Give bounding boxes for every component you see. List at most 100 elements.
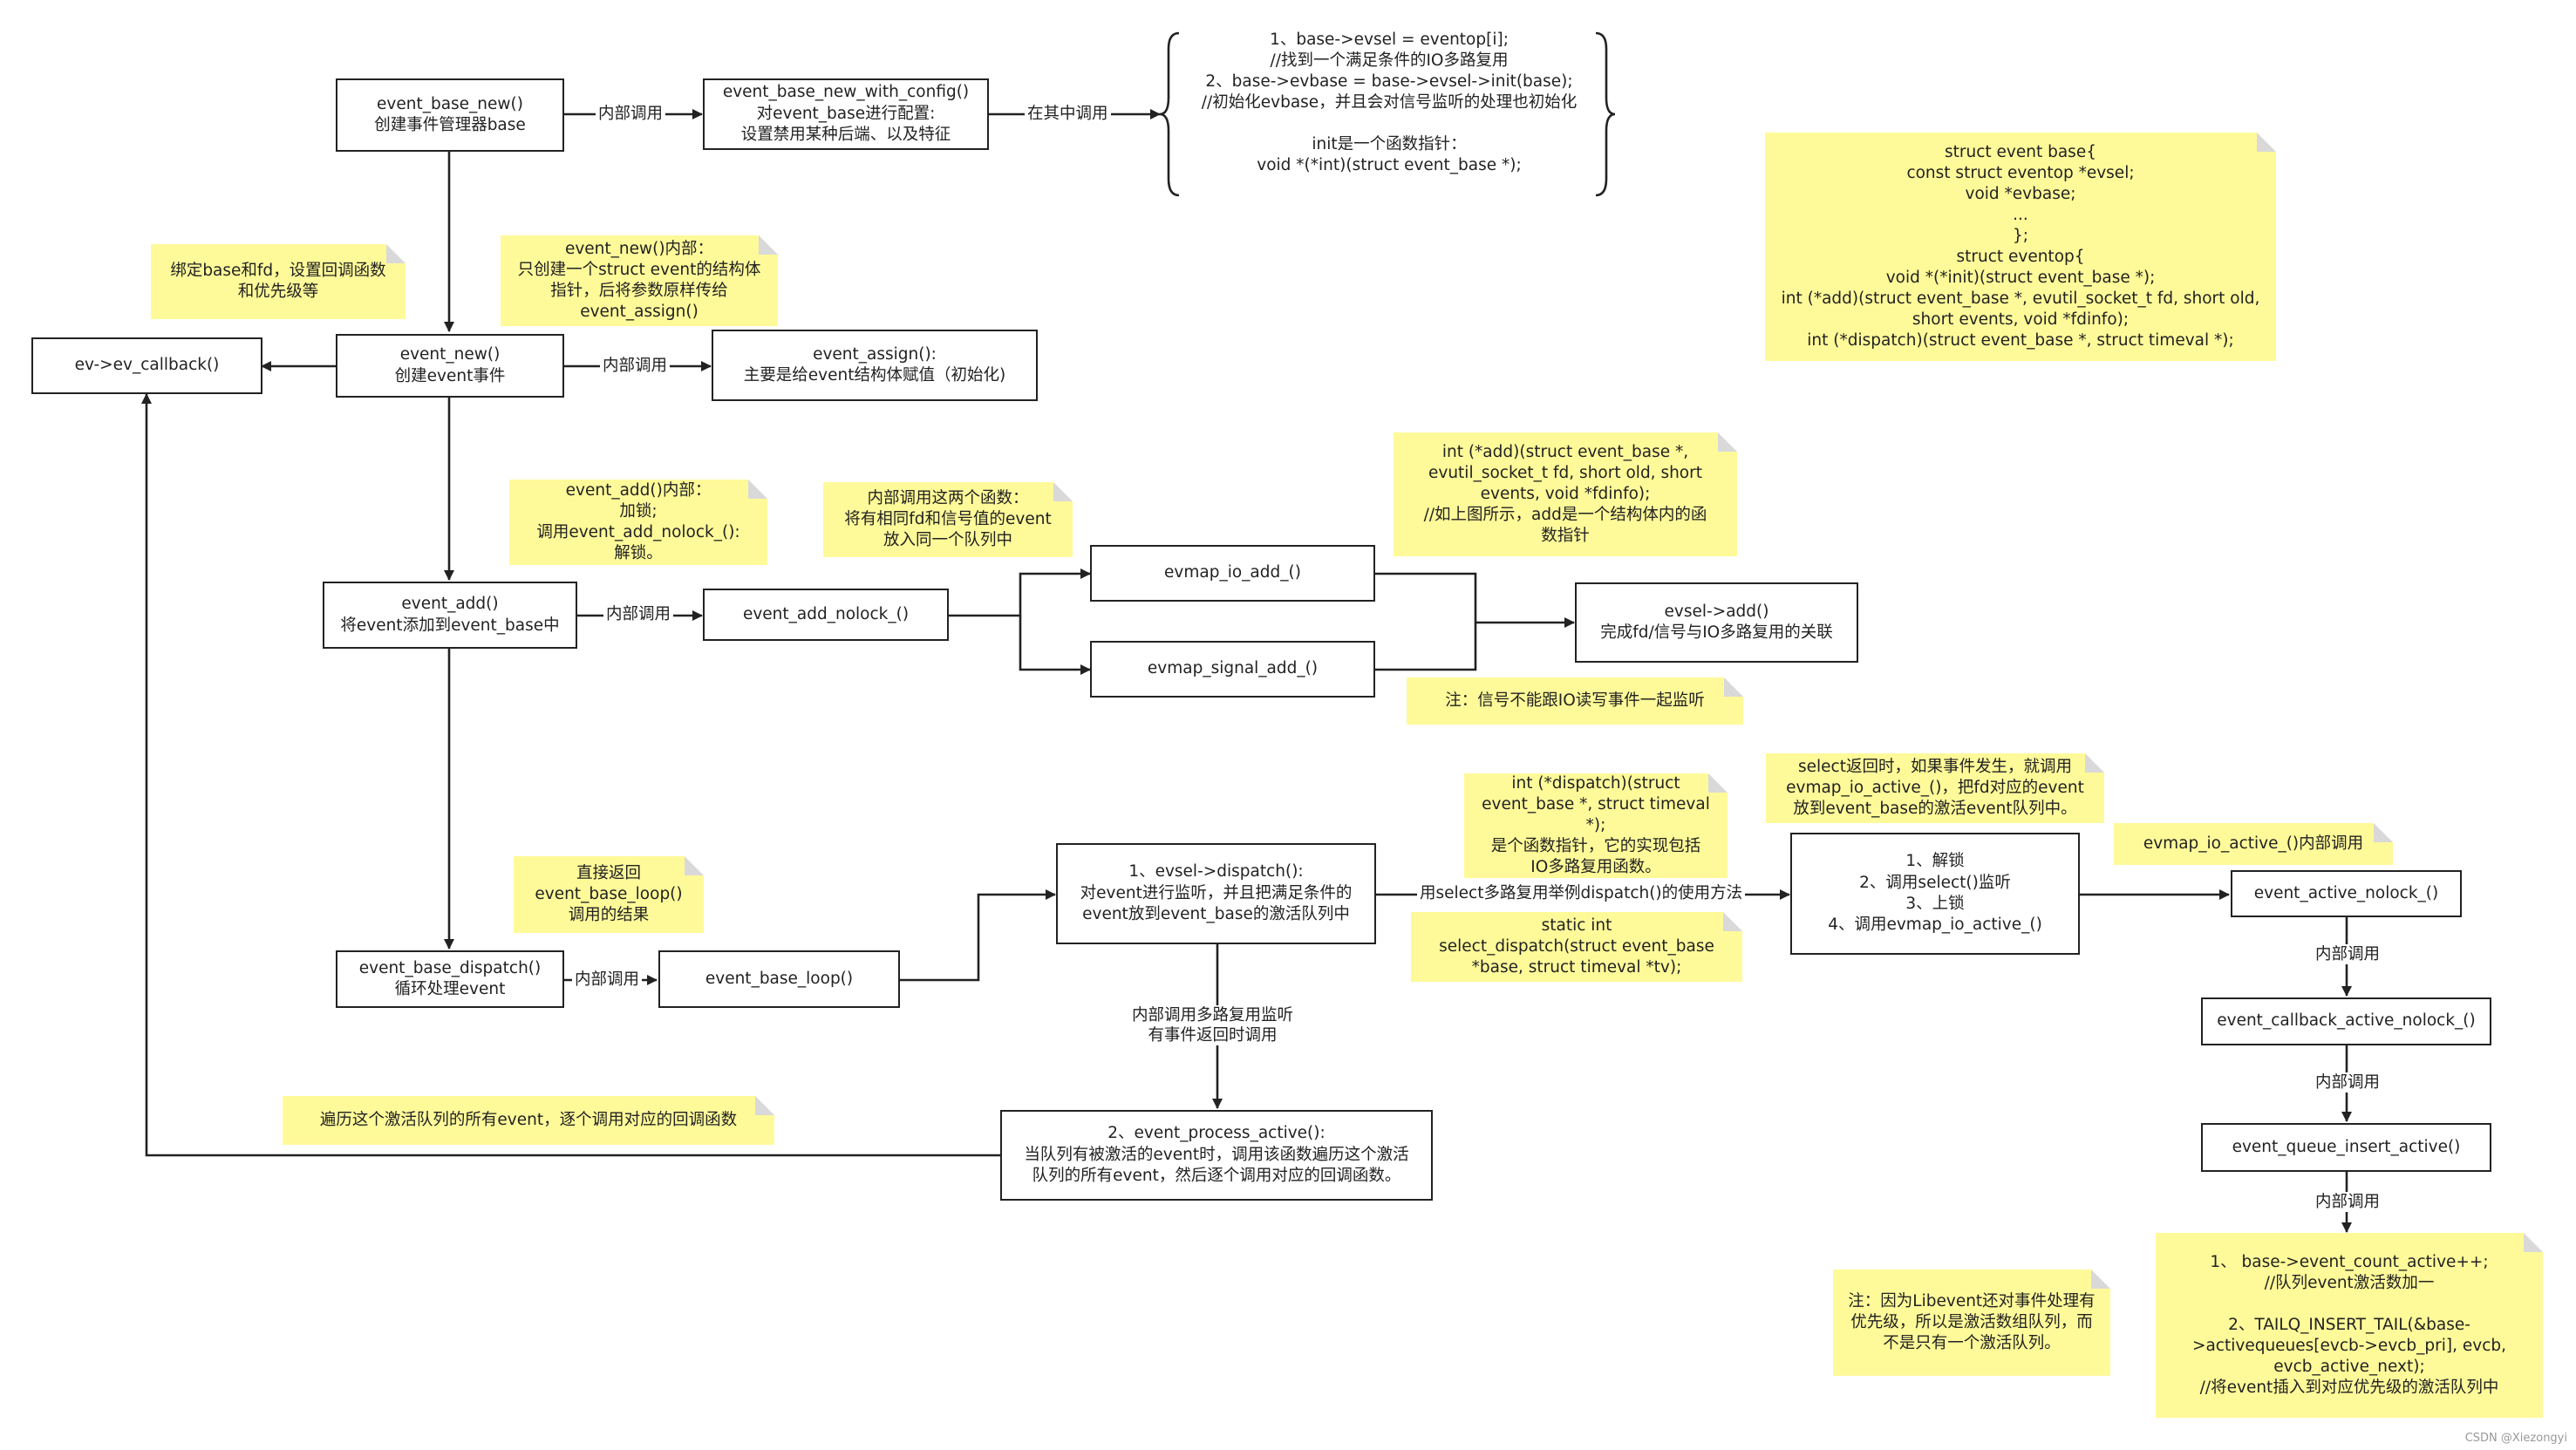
note-struct-definition: struct event base{ const struct eventop … [1765, 133, 2276, 361]
event-add-nolock-box[interactable]: event_add_nolock_() [703, 589, 949, 641]
note-line: ... [2013, 205, 2028, 224]
note-line: 放入同一个队列中 [883, 531, 1012, 550]
evsel-dispatch-box[interactable]: 1、evsel->dispatch(): 对event进行监听，并且把满足条件的… [1056, 843, 1376, 944]
event-new-box[interactable]: event_new() 创建event事件 [336, 334, 564, 398]
note-line: 内部调用这两个函数： [867, 488, 1029, 507]
note-event-add-inner: event_add()内部： 加锁; 调用event_add_nolock_()… [509, 480, 767, 565]
event-base-loop-box[interactable]: event_base_loop() [658, 950, 900, 1008]
note-line: 1、 base->event_count_active++; [2210, 1252, 2489, 1271]
note-dispatch-pointer: int (*dispatch)(struct event_base *, str… [1464, 773, 1728, 878]
ev-callback-box[interactable]: ev->ev_callback() [31, 337, 262, 394]
note-line: int (*dispatch)(struct [1511, 773, 1680, 793]
note-line: 将有相同fd和信号值的event [844, 509, 1052, 528]
note-line: 遍历这个激活队列的所有event，逐个调用对应的回调函数 [319, 1110, 738, 1129]
event-active-nolock-box[interactable]: event_active_nolock_() [2231, 870, 2462, 917]
note-bind-base-fd: 绑定base和fd，设置回调函数 和优先级等 [151, 244, 405, 319]
note-line: 绑定base和fd，设置回调函数 [170, 261, 386, 280]
box-line: event_add() [401, 595, 499, 614]
note-line: 调用的结果 [568, 906, 650, 925]
note-line: event_base *, struct timeval [1482, 794, 1710, 813]
edge-label-internal-call: 内部调用 [2313, 1072, 2383, 1093]
left-brace [1159, 31, 1180, 197]
note-add-pointer: int (*add)(struct event_base *, evutil_s… [1394, 432, 1737, 556]
note-line: 只创建一个struct event的结构体 [517, 260, 761, 279]
arrow-nolock-fork [949, 568, 1091, 617]
box-line: 4、调用evmap_io_active_() [1828, 916, 2042, 935]
brace-line: 1、base->evsel = eventop[i]; [1270, 31, 1509, 49]
note-line: event_assign() [580, 303, 699, 322]
box-line: 1、解锁 [1905, 852, 1965, 871]
note-line: void *evbase; [1965, 184, 2076, 203]
box-line: event_base_new() [377, 94, 523, 113]
event-base-new-box[interactable]: event_base_new() 创建事件管理器base [336, 78, 564, 152]
box-line: evsel->add() [1664, 602, 1769, 621]
event-queue-insert-active-box[interactable]: event_queue_insert_active() [2201, 1123, 2491, 1172]
edge-label-multiplex-call: 内部调用多路复用监听 有事件返回时调用 [1129, 1005, 1297, 1046]
box-line: 将event添加到event_base中 [340, 616, 560, 635]
evsel-add-box[interactable]: evsel->add() 完成fd/信号与IO多路复用的关联 [1575, 582, 1858, 663]
note-line: 直接返回 [576, 863, 641, 882]
box-line: 2、调用select()监听 [1859, 873, 2011, 892]
note-line: select_dispatch(struct event_base [1439, 936, 1714, 956]
note-line: //如上图所示，add是一个结构体内的函 [1423, 506, 1707, 525]
note-line: //队列event激活数加一 [2264, 1273, 2435, 1292]
note-traverse-queue: 遍历这个激活队列的所有event，逐个调用对应的回调函数 [283, 1096, 774, 1145]
event-process-active-box[interactable]: 2、event_process_active(): 当队列有被激活的event时… [1000, 1110, 1433, 1201]
note-line: 解锁。 [614, 544, 663, 563]
edge-label-select-example: 用select多路复用举例dispatch()的使用方法 [1417, 883, 1746, 904]
note-line: evmap_io_active_()，把fd对应的event [1786, 778, 2084, 797]
note-line: evmap_io_active_()内部调用 [2143, 834, 2364, 853]
box-line: event_queue_insert_active() [2232, 1137, 2461, 1156]
note-event-new-inner: event_new()内部： 只创建一个struct event的结构体 指针，… [501, 235, 778, 326]
note-select-return: select返回时，如果事件发生，就调用 evmap_io_active_()，… [1766, 753, 2104, 823]
note-line: 注：信号不能跟IO读写事件一起监听 [1445, 691, 1705, 710]
select-steps-box[interactable]: 1、解锁 2、调用select()监听 3、上锁 4、调用evmap_io_ac… [1790, 833, 2080, 955]
note-line: 数指针 [1541, 527, 1590, 546]
note-line: 优先级，所以是激活数组队列，而 [1850, 1312, 2093, 1331]
note-line: 注：因为Libevent还对事件处理有 [1848, 1291, 2096, 1310]
edge-label-internal-call: 内部调用 [2313, 1192, 2383, 1213]
box-line: ev->ev_callback() [74, 356, 220, 375]
note-line: }; [2012, 226, 2028, 245]
box-line: 对event进行监听，并且把满足条件的 [1080, 883, 1353, 902]
note-line: 不是只有一个激活队列。 [1883, 1334, 2061, 1353]
arrow-process-to-callback [141, 393, 1000, 1157]
note-line: events, void *fdinfo); [1480, 484, 1651, 503]
edge-label-internal-call: 内部调用 [603, 604, 674, 625]
box-line: 队列的所有event，然后逐个调用对应的回调函数。 [1032, 1167, 1401, 1186]
event-assign-box[interactable]: event_assign(): 主要是给event结构体赋值（初始化) [712, 330, 1038, 401]
box-line: 完成fd/信号与IO多路复用的关联 [1600, 623, 1833, 642]
note-line: //将event插入到对应优先级的激活队列中 [2199, 1379, 2499, 1398]
box-line: 创建事件管理器base [374, 116, 526, 134]
note-line: 调用event_add_nolock_(): [536, 523, 740, 541]
note-two-functions: 内部调用这两个函数： 将有相同fd和信号值的event 放入同一个队列中 [823, 482, 1073, 557]
note-priority: 注：因为Libevent还对事件处理有 优先级，所以是激活数组队列，而 不是只有… [1833, 1270, 2110, 1376]
box-line: evmap_signal_add_() [1147, 659, 1319, 678]
label-line: 内部调用多路复用监听 [1132, 1006, 1294, 1025]
note-line: event_base_loop() [535, 884, 683, 903]
note-line: short events, void *fdinfo); [1912, 310, 2130, 330]
edge-label-internal-call: 内部调用 [596, 104, 666, 125]
label-line: 有事件返回时调用 [1148, 1026, 1278, 1045]
box-line: 对event_base进行配置: [756, 104, 936, 123]
brace-line: 2、base->evbase = base->evsel->init(base)… [1205, 72, 1573, 92]
brace-text: 1、base->evsel = eventop[i]; //找到一个满足条件的I… [1182, 30, 1596, 176]
event-base-dispatch-box[interactable]: event_base_dispatch() 循环处理event [336, 950, 564, 1008]
evmap-signal-add-box[interactable]: evmap_signal_add_() [1090, 641, 1375, 698]
arrow-nolock-fork-lower [1019, 616, 1091, 675]
event-base-new-with-config-box[interactable]: event_base_new_with_config() 对event_base… [703, 78, 989, 150]
box-line: event_callback_active_nolock_() [2217, 1011, 2476, 1031]
note-line: IO多路复用函数。 [1530, 858, 1661, 877]
note-line: 指针，后将参数原样传给 [550, 282, 728, 300]
event-add-box[interactable]: event_add() 将event添加到event_base中 [323, 582, 577, 649]
evmap-io-add-box[interactable]: evmap_io_add_() [1090, 545, 1375, 602]
box-line: event_active_nolock_() [2253, 883, 2439, 902]
note-direct-return: 直接返回 event_base_loop() 调用的结果 [514, 856, 704, 933]
right-brace [1595, 31, 1616, 197]
note-line: struct event base{ [1945, 142, 2096, 161]
edge-label-internal-call: 内部调用 [600, 356, 671, 377]
watermark: CSDN @Xiezongyi [2464, 1432, 2567, 1445]
note-line: evutil_socket_t fd, short old, short [1428, 463, 1702, 482]
event-callback-active-nolock-box[interactable]: event_callback_active_nolock_() [2201, 997, 2491, 1045]
